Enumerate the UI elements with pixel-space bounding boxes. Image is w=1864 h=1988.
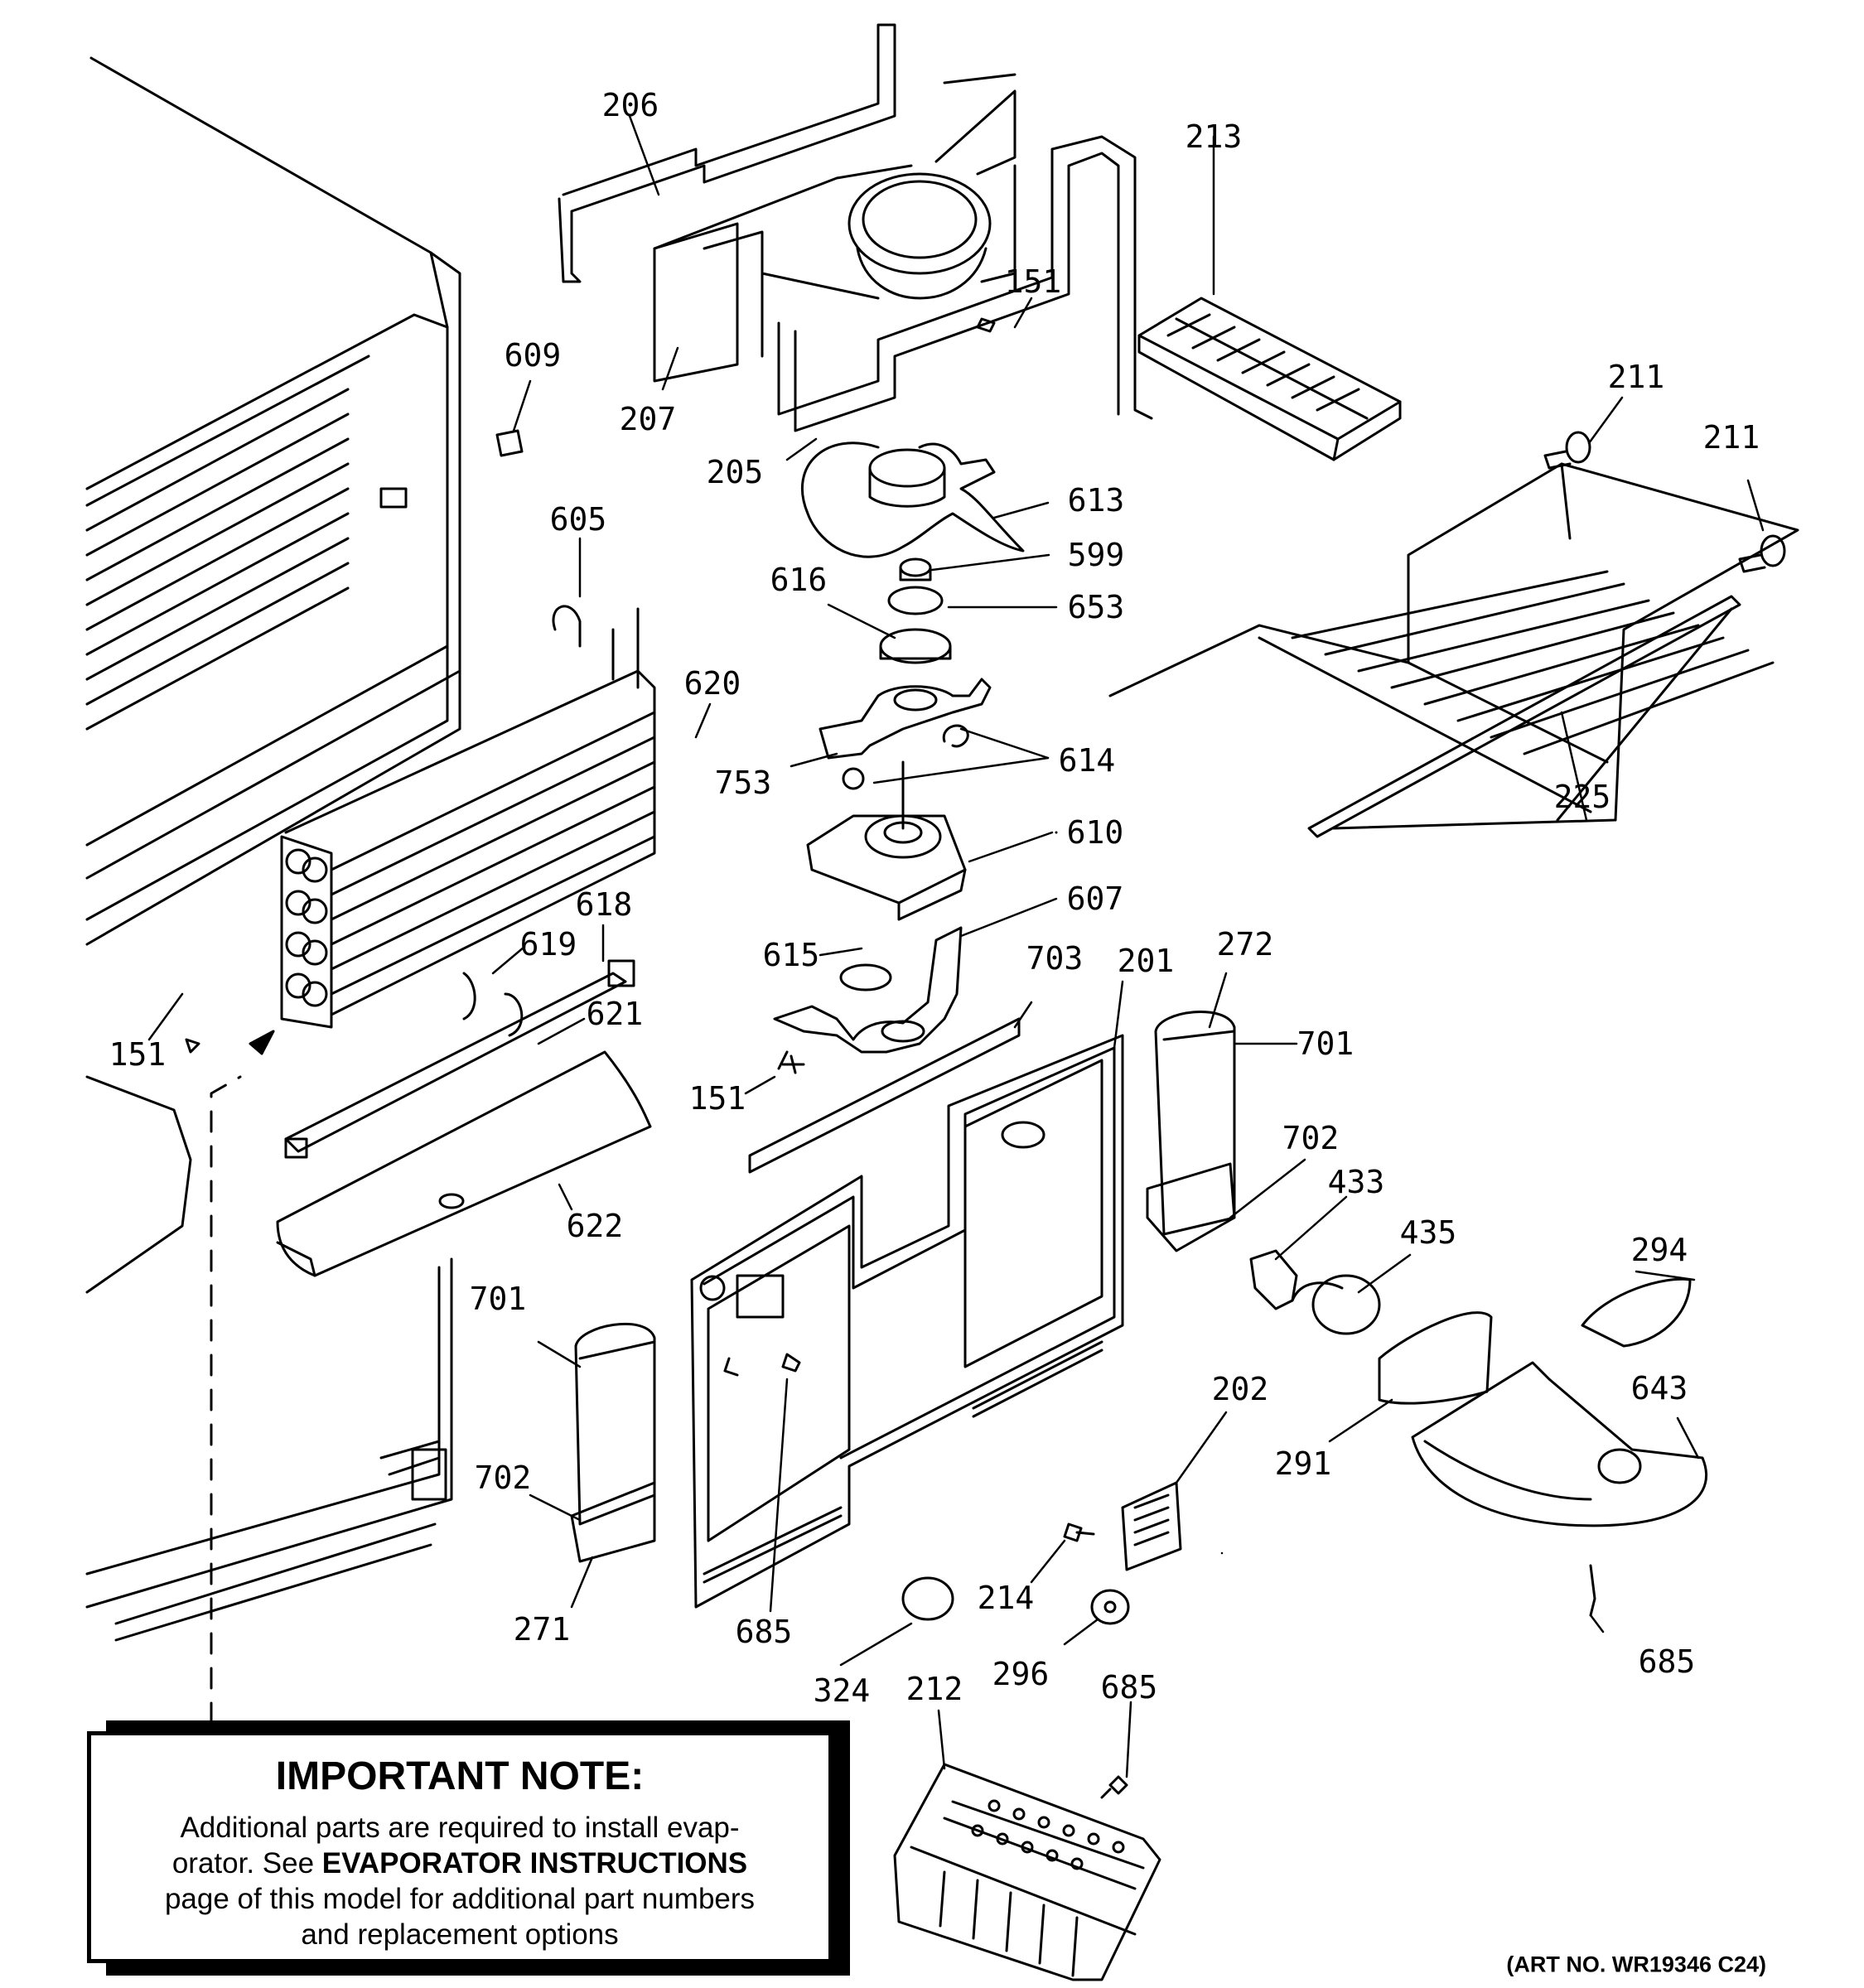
shelf-supports-211	[1543, 431, 1786, 573]
part-label: 225	[1553, 779, 1611, 815]
part-label: 622	[566, 1208, 624, 1244]
part-label: 621	[586, 996, 644, 1032]
evaporator-cover-201	[690, 1034, 1124, 1609]
part-label: 610	[1066, 814, 1124, 851]
bracket-212	[893, 1763, 1161, 1981]
part-label: 296	[992, 1656, 1050, 1692]
part-label: 214	[977, 1580, 1035, 1616]
note-emphasis: EVAPORATOR INSTRUCTIONS	[321, 1847, 748, 1879]
gasket-703	[748, 1017, 1021, 1174]
part-label: 653	[1067, 589, 1125, 625]
part-label: 205	[706, 454, 764, 490]
part-label: 294	[1630, 1232, 1688, 1268]
screws-and-plugs	[185, 317, 1596, 1799]
part-label: 701	[469, 1281, 527, 1317]
part-label: 201	[1117, 943, 1175, 979]
part-label: 614	[1058, 742, 1116, 779]
part-label: 271	[513, 1611, 571, 1648]
drain-pan-622	[276, 1050, 652, 1277]
leader-lines	[147, 114, 1765, 1778]
clip-294	[1581, 1277, 1692, 1348]
important-note-box: IMPORTANT NOTE: Additional parts are req…	[87, 1731, 833, 1963]
light-socket-433	[1249, 1249, 1298, 1310]
part-label: 207	[619, 401, 677, 437]
note-line-2: orator. See	[171, 1847, 322, 1879]
part-label: 212	[905, 1671, 963, 1707]
part-label: 702	[474, 1460, 532, 1496]
leader-arrowhead	[249, 1030, 275, 1055]
part-label: 151	[688, 1080, 746, 1117]
fan-blade-613	[801, 442, 1025, 664]
note-line-1: Additional parts are required to install…	[180, 1812, 740, 1844]
part-label: 605	[549, 501, 607, 538]
art-number: (ART NO. WR19346 C24)	[1506, 1952, 1766, 1977]
part-label: 643	[1630, 1370, 1688, 1407]
cabinet-outline	[85, 56, 461, 1642]
wire-shelf-225	[1108, 462, 1799, 838]
part-label: 685	[735, 1614, 793, 1650]
light-shield-291	[1378, 1311, 1493, 1405]
part-label: 211	[1702, 419, 1760, 456]
note-line-3: page of this model for additional part n…	[164, 1883, 756, 1915]
part-label: 202	[1211, 1371, 1269, 1407]
part-label: 616	[770, 562, 828, 598]
part-label: 701	[1297, 1025, 1355, 1062]
part-label: 613	[1067, 482, 1125, 519]
air-duct-272	[1146, 1011, 1236, 1252]
part-label: 213	[1185, 118, 1243, 155]
air-duct-271	[570, 1322, 656, 1563]
part-label: 151	[109, 1036, 167, 1073]
dashed-leader-line	[210, 1075, 242, 1725]
part-label: 433	[1327, 1164, 1385, 1200]
note-title: IMPORTANT NOTE:	[275, 1754, 645, 1798]
motor-bracket-753	[819, 678, 992, 790]
part-label: 618	[575, 886, 633, 923]
ice-tray-213	[1137, 297, 1402, 461]
part-label: 151	[1004, 263, 1062, 300]
defrost-heater-618	[284, 959, 635, 1159]
part-label: 599	[1067, 537, 1125, 573]
part-label: 272	[1216, 926, 1274, 963]
note-body: Additional parts are required to install…	[91, 1810, 828, 1952]
part-label: 324	[813, 1672, 871, 1709]
part-label: 607	[1066, 881, 1124, 917]
note-line-4: and replacement options	[301, 1918, 619, 1951]
fan-motor-610	[806, 760, 967, 921]
part-label: 615	[762, 937, 820, 973]
motor-bracket-607	[773, 926, 963, 1070]
light-housing-643	[1411, 1361, 1708, 1527]
part-label: 685	[1638, 1643, 1696, 1680]
part-label: 619	[519, 926, 577, 963]
fan-shroud-207	[653, 73, 1017, 383]
part-label: 206	[601, 87, 659, 123]
part-label: 211	[1607, 359, 1665, 395]
part-label: 620	[683, 665, 741, 702]
part-label: 702	[1282, 1120, 1340, 1156]
light-bulb-435	[1291, 1274, 1381, 1335]
grille-202	[1121, 1481, 1182, 1571]
part-label: 753	[714, 765, 772, 801]
evaporator-coil	[280, 605, 656, 1029]
part-label: 435	[1399, 1214, 1457, 1251]
wire-frame-206-205	[558, 23, 1153, 432]
part-label: 685	[1100, 1669, 1158, 1706]
part-label: 291	[1274, 1445, 1332, 1482]
part-label: 609	[504, 337, 562, 374]
part-label: 703	[1026, 940, 1084, 977]
